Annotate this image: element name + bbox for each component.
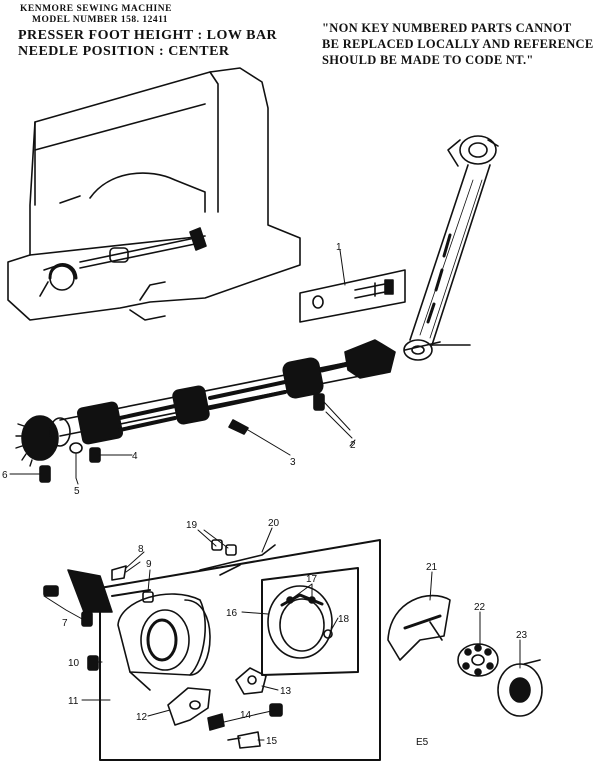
callout-19: 19 bbox=[186, 520, 198, 531]
callout-5: 5 bbox=[74, 486, 80, 497]
header-line-model: MODEL NUMBER 158. 12411 bbox=[32, 15, 169, 25]
callout-4: 4 bbox=[132, 451, 138, 462]
callout-8: 8 bbox=[138, 544, 144, 555]
inner-shaft-view bbox=[39, 227, 207, 297]
note-line-2: BE REPLACED LOCALLY AND REFERENCE bbox=[322, 37, 594, 51]
note-line-1: "NON KEY NUMBERED PARTS CANNOT bbox=[322, 21, 572, 35]
callout-6: 6 bbox=[2, 470, 8, 481]
note-line-3: SHOULD BE MADE TO CODE NT." bbox=[322, 53, 534, 67]
callout-14: 14 bbox=[240, 710, 252, 721]
header-line-needle-position: NEEDLE POSITION : CENTER bbox=[18, 44, 230, 59]
page-code: E5 bbox=[416, 737, 429, 748]
callout-20: 20 bbox=[268, 518, 280, 529]
callout-13: 13 bbox=[280, 686, 292, 697]
header-line-brand: KENMORE SEWING MACHINE bbox=[20, 4, 172, 14]
callout-2: 2 bbox=[350, 440, 356, 451]
callout-15: 15 bbox=[266, 736, 278, 747]
header-line-presser-foot: PRESSER FOOT HEIGHT : LOW BAR bbox=[18, 28, 278, 43]
hook-assembly-parts bbox=[43, 539, 333, 749]
connecting-rod bbox=[403, 135, 499, 361]
machine-body-outline bbox=[7, 67, 301, 321]
main-shaft bbox=[15, 339, 396, 467]
inset-panel-part-1 bbox=[299, 269, 406, 323]
hook-assembly-frame bbox=[99, 539, 381, 761]
callout-18: 18 bbox=[338, 614, 350, 625]
callout-22: 22 bbox=[474, 602, 486, 613]
callout-23: 23 bbox=[516, 630, 528, 641]
callout-numbers: 1 2 3 4 5 6 7 8 9 10 11 12 13 14 15 16 1… bbox=[2, 242, 528, 748]
callout-3: 3 bbox=[290, 457, 296, 468]
callout-7: 7 bbox=[62, 618, 68, 629]
callout-1: 1 bbox=[336, 242, 342, 253]
replacement-note: "NON KEY NUMBERED PARTS CANNOT BE REPLAC… bbox=[322, 20, 604, 68]
callout-11: 11 bbox=[68, 696, 79, 707]
callout-21: 21 bbox=[426, 562, 438, 573]
callout-leaders bbox=[9, 411, 521, 741]
callout-16: 16 bbox=[226, 608, 238, 619]
callout-10: 10 bbox=[68, 658, 80, 669]
callout-17: 17 bbox=[306, 574, 318, 585]
callout-12: 12 bbox=[136, 712, 148, 723]
loose-parts-21-23 bbox=[387, 594, 543, 717]
callout-9: 9 bbox=[146, 559, 152, 570]
